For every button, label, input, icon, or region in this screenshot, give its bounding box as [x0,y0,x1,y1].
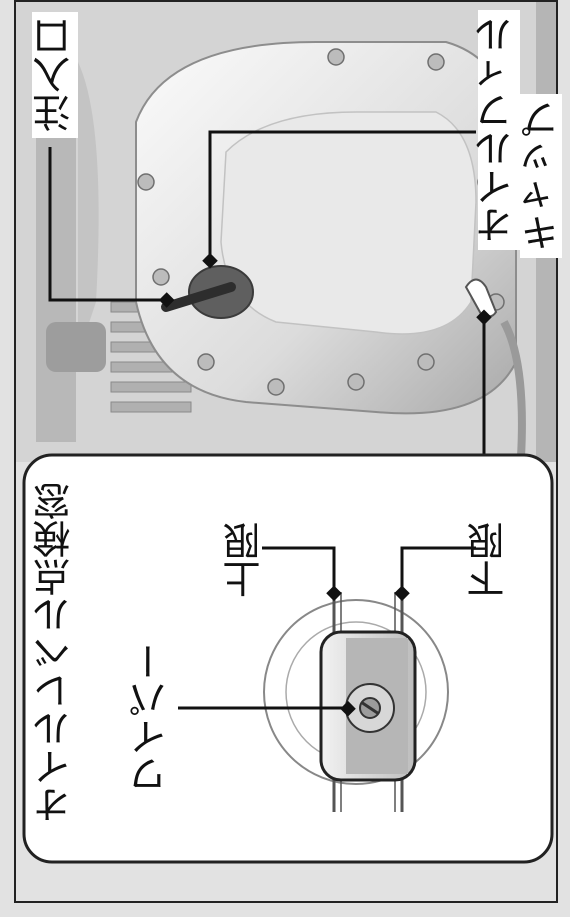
figure-frame: 注入口 オイルフィル キャップ オイルレベル点検窓 上限 下限 ワイパー [14,0,565,903]
inspection-window-inset [22,453,554,864]
window-marker-top [476,309,492,326]
callout-lines-inset [178,546,476,710]
callout-lines-top [48,130,486,462]
upper-limit-label: 上限 [223,522,267,598]
filler-port-label: 注入口 [32,12,78,138]
engine-photo [16,2,556,462]
filler-port-marker [158,292,175,308]
oil-filler-cap-label-line1: オイルフィル [475,10,520,250]
wiper-label: ワイパー [129,642,173,794]
lower-limit-label: 下限 [467,522,511,598]
gauge-illustration [263,592,449,812]
filler-cap-marker [202,252,218,269]
engine-illustration [16,2,556,864]
oil-filler-cap-label-line2: キャップ [520,94,565,258]
inspection-window-label: オイルレベル点検窓 [33,482,77,824]
